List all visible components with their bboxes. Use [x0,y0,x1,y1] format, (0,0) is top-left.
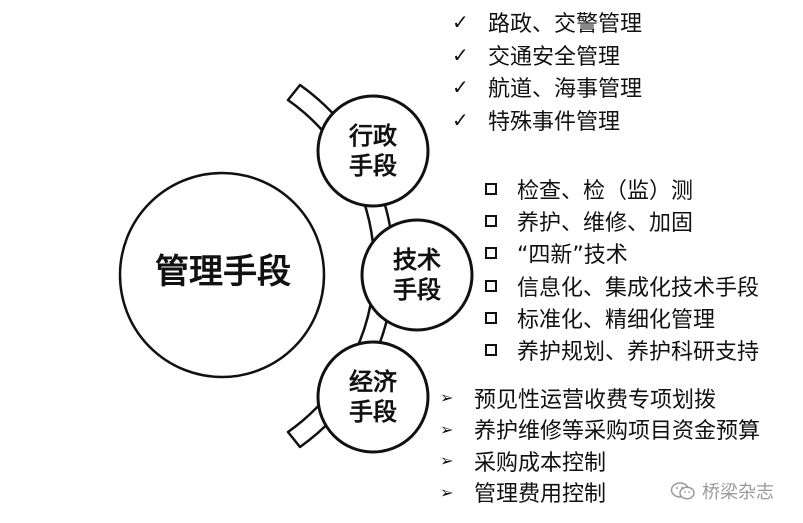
branch-circle-admin [316,94,430,208]
hollow-square-icon [485,215,497,228]
check-icon: ✓ [452,10,469,35]
econ-measures-list: ➢ 预见性运营收费专项划拨 ➢ 养护维修等采购项目资金预算 ➢ 采购成本控制 ➢ 管理费… [440,382,760,508]
list-item: ✓ 路政、交警管理 [452,6,642,39]
list-item: 养护、维修、加固 [485,205,759,237]
list-item-text: 采购成本控制 [474,450,607,476]
list-item: ➢ 养护维修等采购项目资金预算 [440,414,760,446]
tech-measures-list: 检查、检（监）测 养护、维修、加固 “四新”技术 信息化、集成化技术手段 标准化… [485,173,759,366]
list-item-text: 标准化、精细化管理 [517,307,716,333]
list-item-text: 特殊事件管理 [488,109,621,135]
admin-measures-list: ✓ 路政、交警管理 ✓ 交通安全管理 ✓ 航道、海事管理 ✓ 特殊事件管理 [452,6,642,136]
arrowhead-icon: ➢ [440,482,454,502]
branch-label-admin-line2: 手段 [349,152,397,180]
list-item-text: 交通安全管理 [488,44,621,70]
branch-label-econ-line1: 经济 [349,368,397,396]
list-item: “四新”技术 [485,237,759,269]
center-label: 管理手段 [155,252,291,292]
hollow-square-icon [485,311,497,324]
list-item-text: 路政、交警管理 [488,12,643,38]
check-icon: ✓ [452,75,469,100]
branch-label-econ: 经济 手段 [318,367,428,427]
branch-label-tech-line1: 技术 [393,246,441,274]
branch-circle-econ [316,340,430,454]
check-icon: ✓ [452,42,469,67]
list-item: ➢ 管理费用控制 [440,477,760,509]
arrowhead-icon: ➢ [440,419,454,439]
list-item: ✓ 特殊事件管理 [452,104,642,137]
list-item: ✓ 航道、海事管理 [452,71,642,104]
branch-circle-tech [360,218,474,332]
list-item-text: 检查、检（监）测 [517,179,694,205]
watermark-text: 桥梁杂志 [702,482,774,503]
watermark: 桥梁杂志 [670,478,774,504]
list-item-text: 养护、维修、加固 [517,211,694,237]
list-item-text: 管理费用控制 [474,482,607,508]
list-item-text: “四新”技术 [517,243,628,269]
list-item-text: 预见性运营收费专项划拨 [474,387,717,413]
wechat-icon [670,482,695,500]
arrowhead-icon: ➢ [440,388,454,408]
hollow-square-icon [485,247,497,260]
list-item: ➢ 预见性运营收费专项划拨 [440,382,760,414]
hollow-square-icon [485,344,497,357]
list-item: ➢ 采购成本控制 [440,445,760,477]
list-item: 信息化、集成化技术手段 [485,270,759,302]
list-item: ✓ 交通安全管理 [452,39,642,72]
list-item: 检查、检（监）测 [485,173,759,205]
main-circle [118,171,326,379]
hollow-square-icon [485,279,497,292]
branch-label-tech: 技术 手段 [362,245,472,305]
list-item-text: 养护维修等采购项目资金预算 [474,419,761,445]
branch-label-admin: 行政 手段 [318,121,428,181]
branch-label-econ-line2: 手段 [349,398,397,426]
hollow-square-icon [485,183,497,196]
list-item-text: 养护规划、养护科研支持 [517,340,760,366]
arrowhead-icon: ➢ [440,451,454,471]
check-icon: ✓ [452,107,469,132]
branch-label-admin-line1: 行政 [349,122,397,150]
list-item-text: 航道、海事管理 [488,77,643,103]
list-item: 标准化、精细化管理 [485,302,759,334]
list-item-text: 信息化、集成化技术手段 [517,275,760,301]
list-item: 养护规划、养护科研支持 [485,334,759,366]
branch-label-tech-line2: 手段 [393,276,441,304]
